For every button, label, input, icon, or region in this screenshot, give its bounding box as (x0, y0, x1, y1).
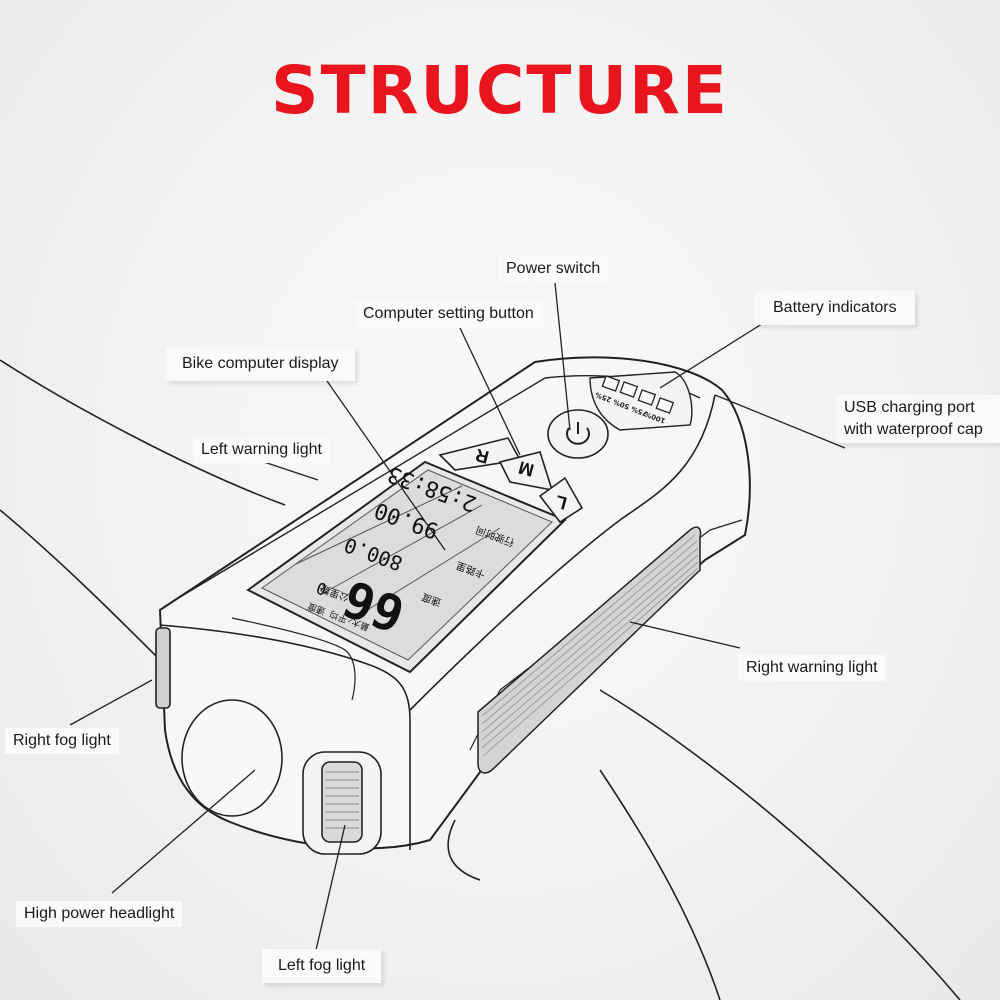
r-button[interactable]: R (473, 445, 491, 468)
leader-left-fog (315, 824, 346, 951)
headlight-lens (181, 699, 283, 817)
label-high-power-headlight: High power headlight (16, 901, 183, 927)
leader-setting-button (459, 327, 521, 456)
l-button[interactable]: L (553, 491, 569, 513)
page-title: STRUCTURE (271, 52, 729, 129)
label-battery-indicators: Battery indicators (755, 291, 915, 325)
button-letters: R M L (473, 445, 569, 514)
leader-headlight (111, 769, 256, 894)
leader-battery (659, 321, 766, 389)
leader-lines (69, 282, 846, 951)
front-lights (155, 627, 382, 855)
label-computer-setting-button: Computer setting button (355, 301, 542, 327)
label-usb-charging-port: USB charging port with waterproof cap (836, 395, 1000, 443)
handlebar (0, 359, 961, 1000)
power-icon (566, 427, 590, 445)
left-fog-light-grille (321, 761, 363, 843)
m-button[interactable]: M (516, 457, 536, 480)
battery-indicator-panel: 25% 50% 75% 100% (589, 371, 693, 431)
leader-display (326, 380, 446, 551)
leader-power-switch (554, 282, 571, 431)
label-power-switch: Power switch (498, 256, 609, 282)
right-warning-light (477, 526, 702, 774)
bike-computer-screen (246, 460, 567, 674)
label-bike-computer-display: Bike computer display (166, 347, 355, 381)
label-right-warning-light: Right warning light (738, 655, 886, 681)
battery-led-50 (619, 381, 639, 398)
computer-setting-buttons (438, 437, 584, 524)
battery-led-25 (601, 375, 621, 392)
leader-right-fog (69, 679, 153, 726)
power-switch[interactable] (547, 409, 609, 459)
right-fog-light-strip (155, 627, 171, 709)
l-button-shape (538, 476, 584, 524)
leader-right-warning (629, 621, 741, 649)
battery-led-100 (655, 397, 675, 414)
leader-left-warning (257, 459, 319, 481)
battery-led-75 (637, 389, 657, 406)
leader-usb (714, 394, 846, 449)
label-left-fog-light: Left fog light (262, 949, 382, 983)
label-right-fog-light: Right fog light (5, 728, 119, 754)
label-left-warning-light: Left warning light (193, 437, 330, 463)
